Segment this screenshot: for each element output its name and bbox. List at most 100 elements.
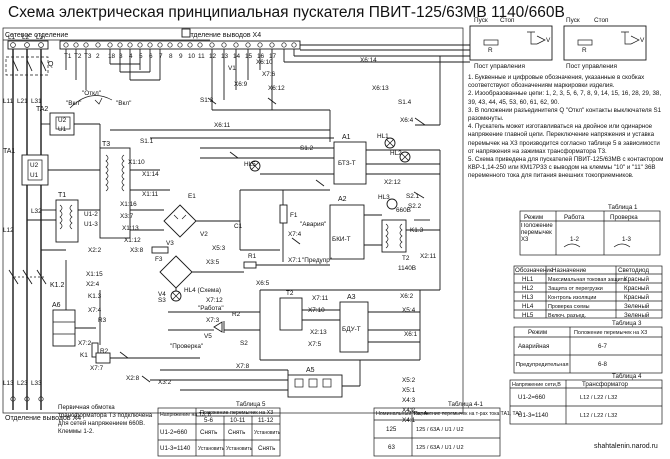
svg-text:10: 10: [188, 53, 196, 60]
svg-text:X6:13: X6:13: [372, 85, 389, 92]
svg-text:Красный: Красный: [624, 276, 649, 283]
module-a5: A5: [287, 367, 343, 398]
svg-text:A3: A3: [347, 294, 356, 301]
svg-text:Проверка: Проверка: [610, 214, 638, 221]
control-zone-labels: S1.3 S1.4 S1.1 S1.2 S2.1 S2.2 V1 X6:9 X6…: [78, 57, 437, 424]
svg-text:1-2: 1-2: [570, 236, 580, 243]
svg-text:5: 5: [139, 53, 143, 60]
svg-text:X6:5: X6:5: [256, 280, 270, 287]
svg-text:Установить: Установить: [198, 446, 225, 452]
svg-text:HL5: HL5: [522, 312, 534, 319]
svg-text:Q: Q: [48, 61, 54, 68]
main-contactor-k1: K1.2: [8, 269, 65, 289]
svg-text:Пуск: Пуск: [474, 17, 488, 24]
svg-text:4: 4: [129, 53, 133, 60]
svg-text:X1:14: X1:14: [142, 171, 159, 178]
svg-text:S1.1: S1.1: [140, 138, 154, 145]
svg-text:Положение перемычек на т-рах т: Положение перемычек на т-рах тока ТА1, Т…: [414, 411, 522, 417]
svg-text:X2:12: X2:12: [384, 179, 401, 186]
svg-text:125: 125: [386, 426, 397, 433]
svg-text:S1.3: S1.3: [200, 97, 214, 104]
terminal-box-icon: [181, 28, 191, 38]
svg-text:A2: A2: [338, 196, 347, 203]
svg-text:L13: L13: [3, 380, 14, 387]
svg-text:T3: T3: [84, 53, 92, 60]
svg-text:L33: L33: [31, 380, 42, 387]
svg-text:X7:8: X7:8: [236, 363, 250, 370]
svg-text:U1-3=1140: U1-3=1140: [160, 445, 191, 452]
svg-text:10-11: 10-11: [230, 417, 246, 424]
svg-text:HL2: HL2: [522, 285, 534, 292]
svg-text:Установить: Установить: [226, 446, 253, 452]
svg-text:X7:4: X7:4: [88, 307, 102, 314]
svg-text:X7:10: X7:10: [308, 307, 325, 314]
svg-text:X5:1: X5:1: [402, 387, 416, 394]
svg-text:Пост управления: Пост управления: [474, 63, 525, 70]
svg-text:L31: L31: [31, 98, 42, 105]
svg-text:TA2: TA2: [36, 106, 48, 113]
svg-text:8: 8: [169, 53, 173, 60]
svg-text:Напряжение на Т3, В: Напряжение на Т3, В: [160, 412, 212, 418]
svg-text:"Вкл": "Вкл": [116, 100, 131, 107]
svg-text:16: 16: [257, 53, 265, 60]
outputs-compartment-label: Отделение выводов Х4: [185, 32, 261, 39]
switch-s3: "Работа" "Проверка" S3: [158, 297, 224, 350]
svg-text:6-7: 6-7: [598, 343, 608, 350]
svg-text:HL1: HL1: [522, 276, 534, 283]
svg-text:660В: 660В: [396, 207, 411, 214]
svg-text:C1: C1: [234, 223, 243, 230]
svg-text:Красный: Красный: [624, 294, 649, 301]
svg-text:F1: F1: [290, 212, 298, 219]
diode-v5: V5: [204, 321, 225, 340]
svg-text:L12 / L22 / L32: L12 / L22 / L32: [580, 413, 617, 419]
svg-text:Режим: Режим: [528, 329, 547, 336]
svg-text:Таблица 1: Таблица 1: [608, 204, 638, 211]
svg-text:X7:11: X7:11: [312, 295, 329, 302]
table-3: Таблица 3 Режим Положение перемычек на Х…: [513, 320, 663, 374]
svg-text:S3: S3: [158, 297, 166, 304]
svg-text:1140В: 1140В: [398, 265, 416, 272]
svg-text:X2:13: X2:13: [310, 329, 327, 336]
svg-text:L1: L1: [8, 34, 16, 41]
svg-text:X4:1: X4:1: [402, 417, 416, 424]
fuse-f1: F1: [279, 204, 298, 224]
table-4-1: Таблица 4-1 Номинальный ток, А Положение…: [373, 401, 522, 457]
svg-text:HL3: HL3: [522, 294, 534, 301]
resistor-r1: R1: [243, 253, 257, 269]
lamp-hl2: HL2: [390, 150, 411, 163]
rectifier-bridge-v3: V3: [163, 204, 197, 247]
svg-text:Таблица 4-1: Таблица 4-1: [448, 401, 483, 408]
svg-text:6: 6: [149, 53, 153, 60]
svg-text:U2: U2: [30, 162, 39, 169]
svg-text:X7:4: X7:4: [288, 231, 302, 238]
svg-text:"Предупр": "Предупр": [302, 257, 332, 264]
svg-text:V4: V4: [158, 291, 166, 298]
svg-text:X1:15: X1:15: [86, 271, 103, 278]
svg-text:X7:2: X7:2: [78, 340, 92, 347]
svg-text:Таблица 4: Таблица 4: [612, 373, 642, 380]
svg-text:R3: R3: [98, 317, 107, 324]
svg-text:13: 13: [221, 53, 229, 60]
svg-text:X6:14: X6:14: [360, 57, 377, 64]
device-frame: [2, 27, 464, 414]
table-4: Таблица 4 Напряжение сети,В Трансформато…: [509, 373, 663, 425]
svg-text:Работа: Работа: [564, 214, 585, 221]
svg-text:X3:2: X3:2: [158, 379, 172, 386]
note-4: 4. Пускатель может изготавливаться на дв…: [468, 123, 660, 155]
svg-text:A1: A1: [342, 134, 351, 141]
svg-text:U1-2=660: U1-2=660: [518, 394, 546, 401]
svg-text:14: 14: [233, 53, 241, 60]
note-2: 2. Изообразованные цепи: 1, 2, 3, 5, 6, …: [468, 90, 662, 106]
svg-text:X3:7: X3:7: [120, 213, 134, 220]
svg-text:X5:3: X5:3: [212, 245, 226, 252]
svg-text:Аварийная: Аварийная: [518, 343, 549, 350]
svg-text:V5: V5: [204, 333, 212, 340]
svg-text:1-3: 1-3: [622, 236, 632, 243]
svg-text:Предупредительная: Предупредительная: [516, 362, 569, 368]
contactor-k13: K1.3: [410, 219, 430, 234]
note-1: 1. Буквенные и цифровые обозначения, ука…: [468, 74, 645, 90]
svg-text:E1: E1: [188, 193, 196, 200]
line-labels: L11 L21 L31 L12 L32 L13 L33 L23: [3, 98, 42, 387]
svg-text:X1:13: X1:13: [122, 225, 139, 232]
